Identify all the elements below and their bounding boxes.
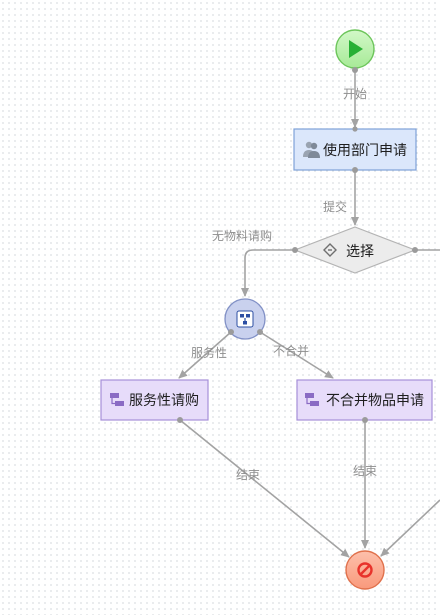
edge-label-start: 开始 [343, 87, 367, 101]
edge-label-non-merge: 不合并 [273, 343, 309, 358]
subprocess-non-merge-apply-port [362, 417, 368, 423]
edge-service-to-end[interactable]: 结束 [179, 419, 350, 558]
task-dept-apply-port-top [352, 126, 358, 132]
edge-non-merge-to-end[interactable]: 结束 [353, 420, 377, 549]
edge-choice-to-split[interactable]: 无物料请购 [212, 228, 295, 297]
parallel-split[interactable] [224, 298, 266, 340]
subprocess-service-purchase-box [100, 379, 209, 421]
edge-label-submit: 提交 [323, 199, 347, 214]
subprocess-service-purchase[interactable]: 服务性请购 [100, 379, 209, 423]
edge-start-to-dept[interactable]: 开始 [343, 70, 367, 128]
parallel-split-port-left [228, 329, 234, 335]
task-dept-apply-port-bottom [352, 167, 358, 173]
subprocess-icon [110, 393, 124, 406]
gateway-choice-label: 选择 [346, 244, 374, 260]
start-event[interactable] [335, 29, 375, 73]
subprocess-service-purchase-label: 服务性请购 [129, 393, 199, 409]
stop-icon [357, 562, 373, 578]
gateway-choice-port-left [292, 247, 298, 253]
gateway-choice-diamond [293, 226, 417, 274]
gateway-choice-port-right [412, 247, 418, 253]
edge-split-to-service[interactable]: 服务性 [178, 331, 232, 379]
subprocess-service-purchase-port [177, 417, 183, 423]
subprocess-non-merge-apply-label: 不合并物品申请 [326, 393, 424, 409]
edge-label-end-1: 结束 [236, 468, 260, 482]
edge-label-end-2: 结束 [353, 464, 377, 478]
task-dept-apply-label: 使用部门申请 [323, 142, 407, 159]
edge-label-service: 服务性 [191, 345, 227, 360]
choice-diamond-icon [323, 243, 337, 257]
subprocess-non-merge-apply-box [296, 379, 433, 421]
edge-dept-to-choice[interactable]: 提交 [323, 170, 359, 226]
end-event[interactable] [345, 550, 385, 590]
user-group-icon [303, 141, 320, 158]
edge-split-to-non-merge[interactable]: 不合并 [259, 331, 334, 379]
parallel-split-port-right [257, 329, 263, 335]
subprocess-icon [305, 393, 319, 406]
split-join-icon [236, 310, 254, 328]
gateway-choice[interactable]: 选择 [292, 226, 418, 274]
subprocess-non-merge-apply[interactable]: 不合并物品申请 [296, 379, 433, 423]
edge-right-to-end[interactable] [380, 499, 440, 557]
play-icon [349, 40, 363, 58]
edge-label-no-material: 无物料请购 [212, 228, 272, 243]
start-port [352, 67, 358, 73]
task-dept-apply[interactable]: 使用部门申请 [293, 126, 417, 173]
